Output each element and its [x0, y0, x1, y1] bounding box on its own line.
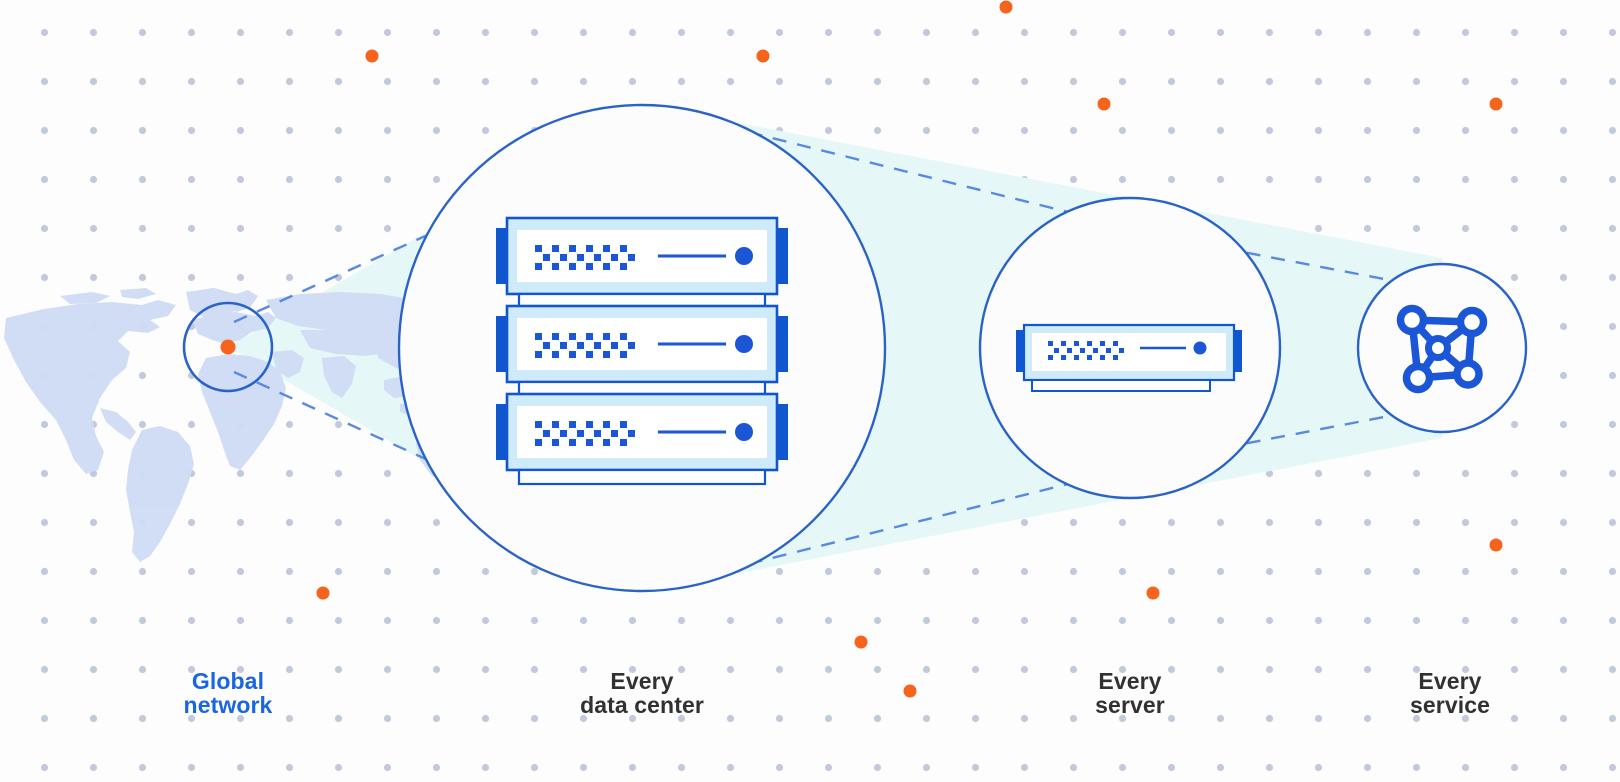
orange-location-dot [220, 339, 236, 355]
accent-dot [903, 684, 917, 698]
accent-dot [999, 0, 1013, 14]
server-face [1032, 333, 1226, 371]
single-server-icon [1016, 323, 1242, 392]
connector-map-dc-bottom [233, 370, 689, 580]
accent-dot [1489, 538, 1503, 552]
network-node-circles [1396, 304, 1488, 394]
accent-dot [854, 635, 868, 649]
rack-base [517, 468, 767, 486]
accent-dot [1489, 97, 1503, 111]
rack-unit-3 [496, 392, 788, 472]
server-vent-dots [1048, 341, 1124, 360]
rack-vent-dots-1 [535, 245, 635, 270]
rack-unit-2 [496, 304, 788, 384]
rack-status-led-2 [735, 335, 753, 353]
connector-map-dc-top [233, 116, 689, 324]
accent-dot [316, 586, 330, 600]
rack-status-led-3 [735, 423, 753, 441]
accent-dot [1097, 97, 1111, 111]
accent-dot [1146, 586, 1160, 600]
map-zoom-circle [182, 301, 274, 393]
server-base [1031, 379, 1211, 392]
orange-accent-dots [316, 0, 1503, 698]
server-rack-icon [496, 216, 788, 486]
rack-unit-1 [496, 216, 788, 296]
rack-vent-dots-3 [535, 421, 635, 446]
rack-vent-dots-2 [535, 333, 635, 358]
accent-dot [756, 49, 770, 63]
rack-status-led-1 [735, 247, 753, 265]
accent-dot [365, 49, 379, 63]
server-status-led [1193, 341, 1207, 355]
